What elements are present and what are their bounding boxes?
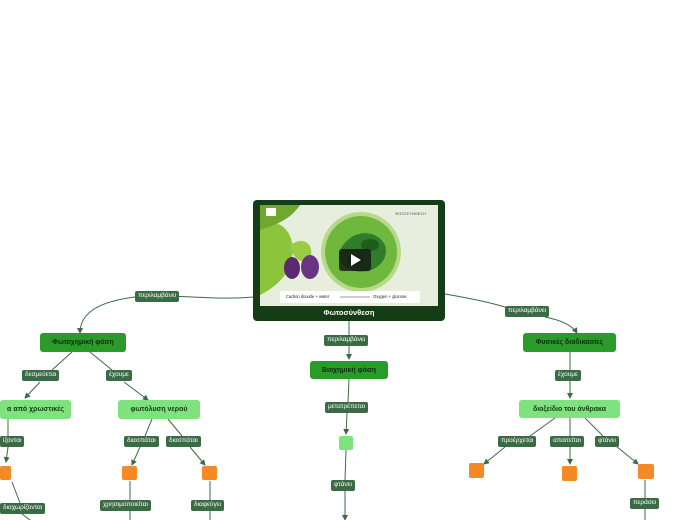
- placeholder-node-center[interactable]: [339, 436, 353, 450]
- connector-right-d-tail: [615, 445, 639, 465]
- formula-left: Carbon dioxide + water: [286, 294, 330, 299]
- link-left-d[interactable]: διασπάται: [124, 436, 159, 447]
- node-pigments[interactable]: α από χρωστικές: [0, 400, 71, 419]
- formula-right: Oxygen + glucose: [373, 294, 407, 299]
- central-topic-title: Φωτοσύνθεση: [323, 308, 375, 317]
- connector-left-e: [167, 418, 183, 437]
- placeholder-node-left-3[interactable]: [202, 466, 217, 480]
- node-water-photolysis[interactable]: φωτόλυση νερού: [118, 400, 200, 419]
- connector-center-a: [347, 378, 350, 403]
- connector-right-d: [584, 417, 604, 437]
- node-biochemical-phase[interactable]: Βιοχημική φάση: [310, 361, 388, 379]
- link-left-f[interactable]: χρησιμοποιείται: [100, 500, 151, 511]
- connector-left-c2-tail: [21, 513, 31, 520]
- link-left-main[interactable]: περιλαμβάνει: [135, 291, 180, 302]
- connector-left-d-tail: [131, 446, 141, 466]
- connector-left-c2: [11, 481, 21, 504]
- connector-center-a-tail: [343, 412, 350, 435]
- node-photochemical-phase[interactable]: Φωτοχημική φάση: [40, 333, 126, 352]
- placeholder-node-right-1[interactable]: [469, 463, 484, 478]
- placeholder-node-left-2[interactable]: [122, 466, 137, 480]
- connector-right-b-tail: [483, 446, 506, 465]
- connector-left-b: [89, 351, 113, 371]
- link-right-e[interactable]: περάσει: [630, 498, 660, 509]
- link-left-a[interactable]: δεσμεύεται: [22, 370, 60, 381]
- placeholder-node-left-1[interactable]: [0, 466, 11, 480]
- video-caption-top: ΦΩΤΟΣΥΝΘΕΣΗ: [395, 211, 426, 216]
- video-thumbnail[interactable]: ΦΩΤΟΣΥΝΘΕΣΗ Carbon dioxide + water Oxyge…: [260, 205, 438, 306]
- link-left-c[interactable]: διαχωρίζονται: [0, 503, 46, 514]
- connector-left-d: [144, 418, 153, 437]
- connector-right-b: [529, 417, 556, 437]
- placeholder-node-right-3[interactable]: [638, 464, 654, 479]
- play-icon: [351, 254, 361, 266]
- connector-left-tail: [77, 296, 136, 334]
- connector-left-a: [51, 351, 73, 371]
- node-carbon-dioxide[interactable]: διοξείδιο του άνθρακα: [519, 400, 620, 418]
- connector-left-b-tail: [123, 381, 149, 401]
- placeholder-node-right-2[interactable]: [562, 466, 577, 481]
- link-center-a[interactable]: μετατρέπεται: [325, 402, 369, 413]
- link-center-main[interactable]: περιλαμβάνει: [324, 335, 369, 346]
- node-physical-processes[interactable]: Φυσικές διαδικασίες: [523, 333, 616, 352]
- link-left-e[interactable]: διασπάται: [166, 436, 201, 447]
- connector-center-b: [344, 449, 347, 481]
- link-right-main[interactable]: περιλαμβάνει: [505, 306, 550, 317]
- link-center-b[interactable]: φτάνει: [331, 480, 355, 491]
- connector-left-a-tail: [24, 381, 41, 399]
- link-left-g[interactable]: διαφεύγει: [191, 500, 225, 511]
- link-left-b[interactable]: έχουμε: [106, 370, 132, 381]
- connector-left-c-tail: [3, 446, 10, 463]
- link-right-c[interactable]: απαιτείται: [550, 436, 584, 447]
- link-left-c2[interactable]: ίζονται: [0, 436, 25, 447]
- link-right-a[interactable]: έχουμε: [555, 370, 581, 381]
- link-right-d[interactable]: φτάνει: [595, 436, 619, 447]
- link-right-b[interactable]: προέρχεται: [498, 436, 537, 447]
- central-topic[interactable]: ΦΩΤΟΣΥΝΘΕΣΗ Carbon dioxide + water Oxyge…: [253, 200, 445, 321]
- connector-left-e-tail: [189, 446, 206, 466]
- connector-right-tail: [544, 316, 578, 334]
- play-button[interactable]: [339, 249, 371, 271]
